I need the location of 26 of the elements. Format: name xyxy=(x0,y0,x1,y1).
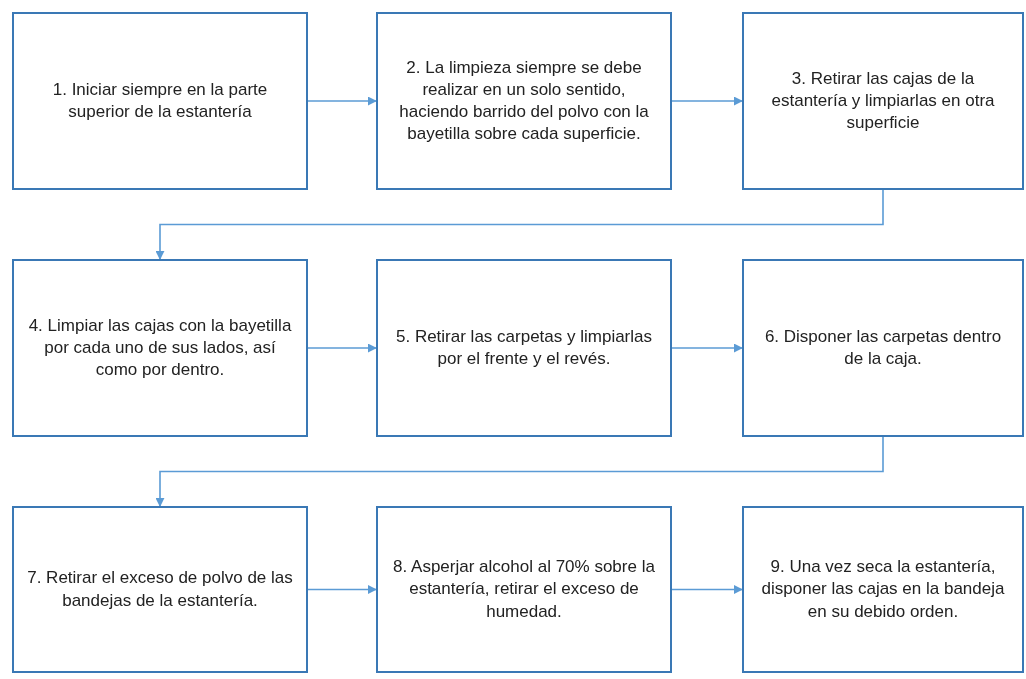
process-box xyxy=(742,259,1024,437)
step-text: 2. La limpieza siempre se debe realizar en un solo sentido, haciendo barrido del polvo con la bayetilla sobre cada superficie. xyxy=(398,56,650,146)
step-text: 7. Retirar el exceso de polvo de las bandejas de la estantería. xyxy=(26,567,294,612)
process-box xyxy=(742,12,1024,190)
step-text: 1. Iniciar siempre en la parte superior de la estantería xyxy=(51,78,269,123)
arrow xyxy=(155,436,884,507)
arrow xyxy=(155,189,884,260)
arrow xyxy=(307,343,377,353)
arrow xyxy=(671,343,743,353)
step-text: 9. Una vez seca la estantería, disponer las cajas en la bandeja en su debido orden. xyxy=(760,556,1006,623)
process-box xyxy=(12,12,308,190)
process-box xyxy=(12,259,308,437)
arrow xyxy=(671,96,743,106)
step-text: 4. Limpiar las cajas con la bayetilla por cada uno de sus lados, así como por dentro. xyxy=(27,314,293,382)
arrow xyxy=(307,96,377,106)
arrow xyxy=(671,585,743,594)
step-text: 6. Disponer las carpetas dentro de la caja. xyxy=(763,325,1003,370)
step-text: 8. Asperjar alcohol al 70% sobre la estantería, retirar el exceso de humedad. xyxy=(392,556,656,623)
process-box xyxy=(376,506,672,673)
process-box xyxy=(12,506,308,673)
step-text: 3. Retirar las cajas de la estantería y limpiarlas en otra superficie xyxy=(770,67,996,135)
process-box xyxy=(742,506,1024,673)
arrow xyxy=(307,585,377,594)
process-box xyxy=(376,259,672,437)
step-text: 5. Retirar las carpetas y limpiarlas por el frente y el revés. xyxy=(395,325,653,370)
process-box xyxy=(376,12,672,190)
